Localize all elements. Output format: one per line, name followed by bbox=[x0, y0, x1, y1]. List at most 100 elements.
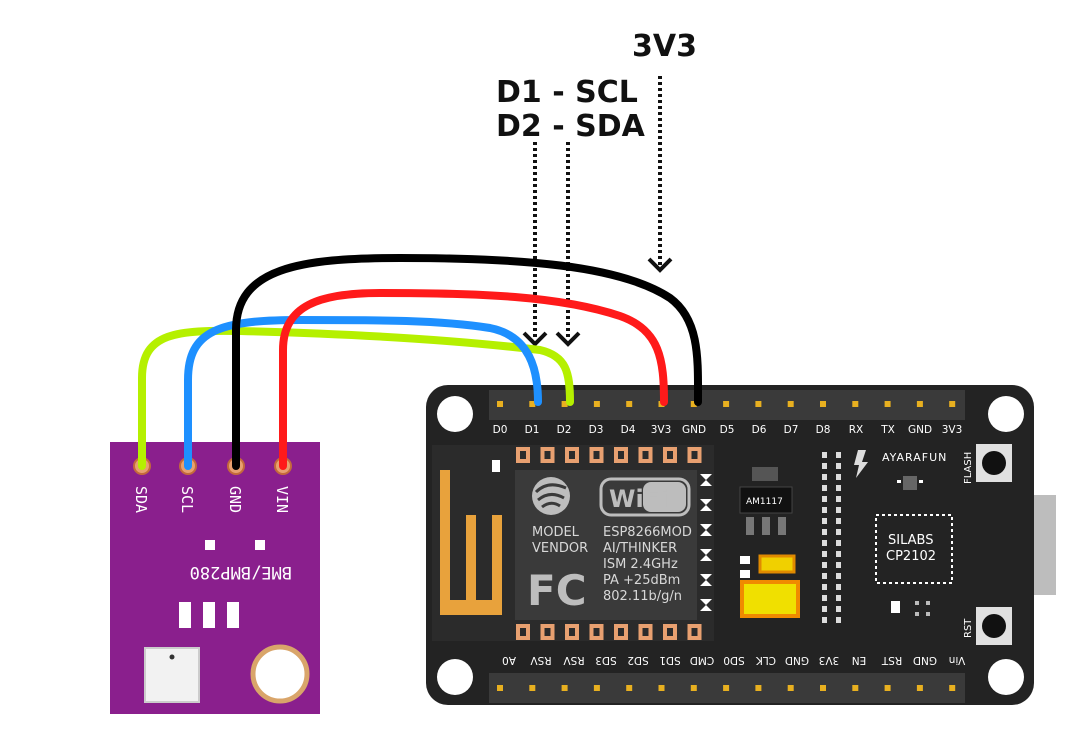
header-pin bbox=[690, 685, 697, 691]
pin-label: 3V3 bbox=[651, 424, 672, 436]
pad-dot bbox=[822, 551, 827, 557]
pad-dot bbox=[836, 529, 841, 535]
header-pin bbox=[529, 401, 536, 407]
pad-dot bbox=[836, 463, 841, 469]
header-pin bbox=[949, 401, 956, 407]
header-pin bbox=[529, 685, 536, 691]
diode bbox=[758, 554, 796, 574]
pin-label: RSV bbox=[530, 654, 552, 666]
pin-label: RX bbox=[849, 424, 864, 436]
pad-dot bbox=[822, 474, 827, 480]
sensor-chip-dot bbox=[169, 654, 175, 660]
sensor-pin-label: VIN bbox=[273, 486, 291, 513]
header-pin bbox=[626, 401, 633, 407]
pin-label: EN bbox=[852, 654, 867, 666]
pad-dot bbox=[822, 584, 827, 590]
header-pin bbox=[852, 685, 859, 691]
header-pin bbox=[593, 685, 600, 691]
pad-dot bbox=[822, 617, 827, 623]
pin-label: Vin bbox=[949, 654, 966, 666]
module-side-pad bbox=[700, 499, 712, 511]
header-pin bbox=[690, 401, 697, 407]
smd-pin bbox=[897, 480, 901, 483]
module-pad-hole bbox=[618, 628, 624, 636]
pad-dot bbox=[836, 595, 841, 601]
pin-label: SD3 bbox=[595, 654, 616, 666]
pad-dot bbox=[836, 474, 841, 480]
pin-label: GND bbox=[908, 424, 932, 436]
module-pad-hole bbox=[642, 628, 649, 636]
module-wifi-std: 802.11b/g/n bbox=[603, 589, 682, 604]
header-pin bbox=[787, 401, 794, 407]
smd-component bbox=[740, 556, 750, 564]
module-pads-bottom bbox=[516, 624, 702, 640]
pad-dot bbox=[836, 496, 841, 502]
module-model: MODEL bbox=[532, 525, 580, 540]
rst-button[interactable] bbox=[976, 607, 1012, 645]
pad-dot bbox=[836, 573, 841, 579]
pad-columns bbox=[822, 452, 841, 623]
module-pad-hole bbox=[593, 451, 600, 459]
pin-label: GND bbox=[785, 654, 809, 666]
pad-dot bbox=[836, 606, 841, 612]
header-pin bbox=[658, 685, 665, 691]
pin-label: SD1 bbox=[659, 654, 680, 666]
pad-dot bbox=[822, 540, 827, 546]
header-pin bbox=[723, 401, 730, 407]
board-mount-hole bbox=[988, 396, 1024, 432]
pad-dot bbox=[822, 507, 827, 513]
pad-dot bbox=[836, 518, 841, 524]
module-pad-hole bbox=[569, 628, 575, 636]
module-ism: ISM 2.4GHz bbox=[603, 557, 678, 572]
sensor-component bbox=[179, 602, 191, 628]
wires bbox=[138, 253, 703, 470]
module-side-pad bbox=[700, 574, 712, 586]
pin-label: GND bbox=[913, 654, 937, 666]
pin-label: SD2 bbox=[627, 654, 648, 666]
module-pad-hole bbox=[691, 628, 698, 636]
wire-gnd bbox=[232, 253, 703, 470]
board-mount-hole bbox=[437, 659, 473, 695]
pad-dot bbox=[822, 463, 827, 469]
module-pad-hole bbox=[520, 628, 526, 636]
flash-button[interactable] bbox=[976, 444, 1012, 482]
header-pin bbox=[626, 685, 633, 691]
module-pad-hole bbox=[667, 628, 673, 636]
label-d1-scl: D1 - SCL bbox=[496, 75, 638, 110]
sensor-component bbox=[227, 602, 239, 628]
smd-component bbox=[926, 612, 930, 616]
arrow-3v3 bbox=[647, 76, 673, 273]
pad-dot bbox=[822, 496, 827, 502]
arrow-d1 bbox=[522, 142, 548, 347]
usb-chip-label: CP2102 bbox=[886, 549, 936, 564]
smd-component bbox=[903, 476, 917, 490]
pin-label: D6 bbox=[752, 424, 767, 436]
pin-label: D5 bbox=[720, 424, 735, 436]
bottom-header-pins bbox=[497, 685, 956, 691]
header-pin bbox=[561, 401, 568, 407]
module-side-pad bbox=[700, 549, 712, 561]
sensor-mount-hole bbox=[250, 644, 310, 704]
nodemcu-board: D0 D1 D2 D3 D4 3V3 GND D5 D6 D7 D8 RX TX… bbox=[426, 385, 1056, 705]
brand-label: AYARAFUN bbox=[882, 451, 947, 464]
pin-label: D7 bbox=[784, 424, 799, 436]
fc-logo-icon: FC bbox=[527, 566, 587, 615]
module-pad-hole bbox=[642, 451, 649, 459]
pin-label: 3V3 bbox=[819, 654, 840, 666]
pad-dot bbox=[836, 617, 841, 623]
pad-dot bbox=[836, 540, 841, 546]
module-pads-right bbox=[700, 474, 712, 611]
pad-dot bbox=[836, 485, 841, 491]
bottom-pin-labels: A0 RSV RSV SD3 SD2 SD1 CMD SD0 CLK GND 3… bbox=[502, 654, 965, 666]
pad-dot bbox=[836, 562, 841, 568]
esp8266-module: WiFi MODEL VENDOR ESP8266MOD AI/THINKER … bbox=[432, 445, 714, 641]
header-pin bbox=[787, 685, 794, 691]
sensor-name: BME/BMP280 bbox=[190, 562, 292, 582]
header-pin bbox=[916, 401, 923, 407]
pad-dot bbox=[822, 573, 827, 579]
header-pin bbox=[497, 401, 503, 407]
header-pin bbox=[561, 685, 568, 691]
regulator-label: AM1117 bbox=[746, 497, 783, 507]
